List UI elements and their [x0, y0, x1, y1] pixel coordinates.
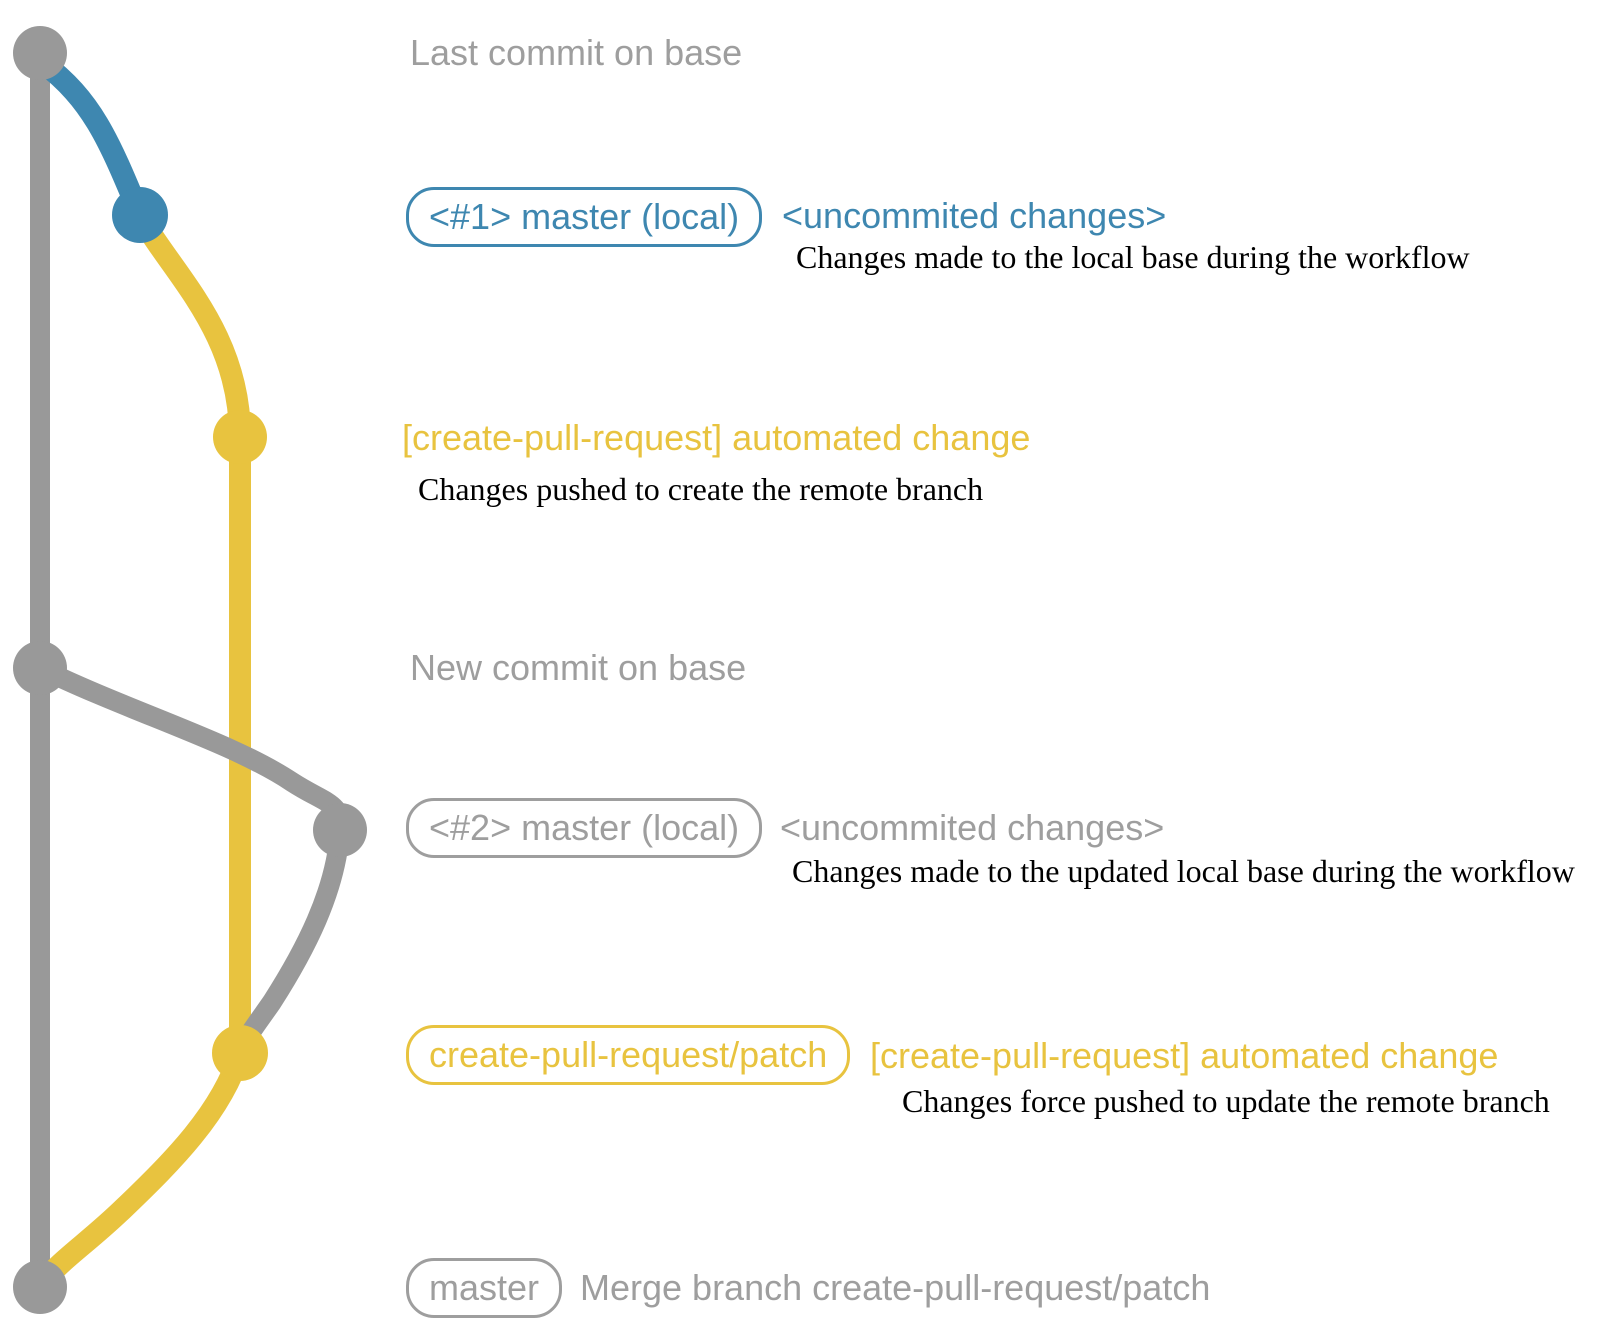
patch-merge-down-edge — [31, 1042, 251, 1295]
commit-graph — [13, 26, 367, 1314]
patch-commit-1-dot — [213, 410, 267, 464]
create-pull-request-patch-badge: create-pull-request/patch — [406, 1025, 851, 1085]
patch-commit-2-dot — [212, 1025, 268, 1081]
local-base-changes-description: Changes made to the local base during th… — [796, 239, 1470, 275]
master-local-1-badge: <#1> master (local) — [406, 187, 763, 247]
push-remote-branch-description: Changes pushed to create the remote bran… — [418, 471, 984, 507]
master-badge: master — [406, 1258, 563, 1318]
uncommitted-changes-note-2: <uncommited changes> — [780, 807, 1165, 848]
new-commit-on-base-dot — [13, 641, 67, 695]
local-commit-1-dot — [112, 187, 168, 243]
merge-commit-dot — [13, 1260, 67, 1314]
merge-message-note: Merge branch create-pull-request/patch — [580, 1267, 1211, 1308]
local-commit-2-dot — [313, 803, 367, 857]
automated-change-note-1: [create-pull-request] automated change — [402, 417, 1031, 458]
new-commit-label: New commit on base — [410, 647, 747, 688]
force-push-description: Changes force pushed to update the remot… — [902, 1083, 1550, 1119]
automated-change-note-2: [create-pull-request] automated change — [870, 1035, 1499, 1076]
uncommitted-changes-note-1: <uncommited changes> — [782, 195, 1167, 236]
master-local-2-badge: <#2> master (local) — [406, 798, 763, 858]
updated-local-base-changes-description: Changes made to the updated local base d… — [792, 853, 1575, 889]
local2-to-patch-edge — [230, 820, 350, 1063]
base-to-local2-edge — [30, 658, 351, 840]
patch-branch-up-edge — [129, 204, 251, 448]
last-commit-label: Last commit on base — [410, 32, 743, 73]
last-commit-on-base-dot — [13, 26, 67, 80]
